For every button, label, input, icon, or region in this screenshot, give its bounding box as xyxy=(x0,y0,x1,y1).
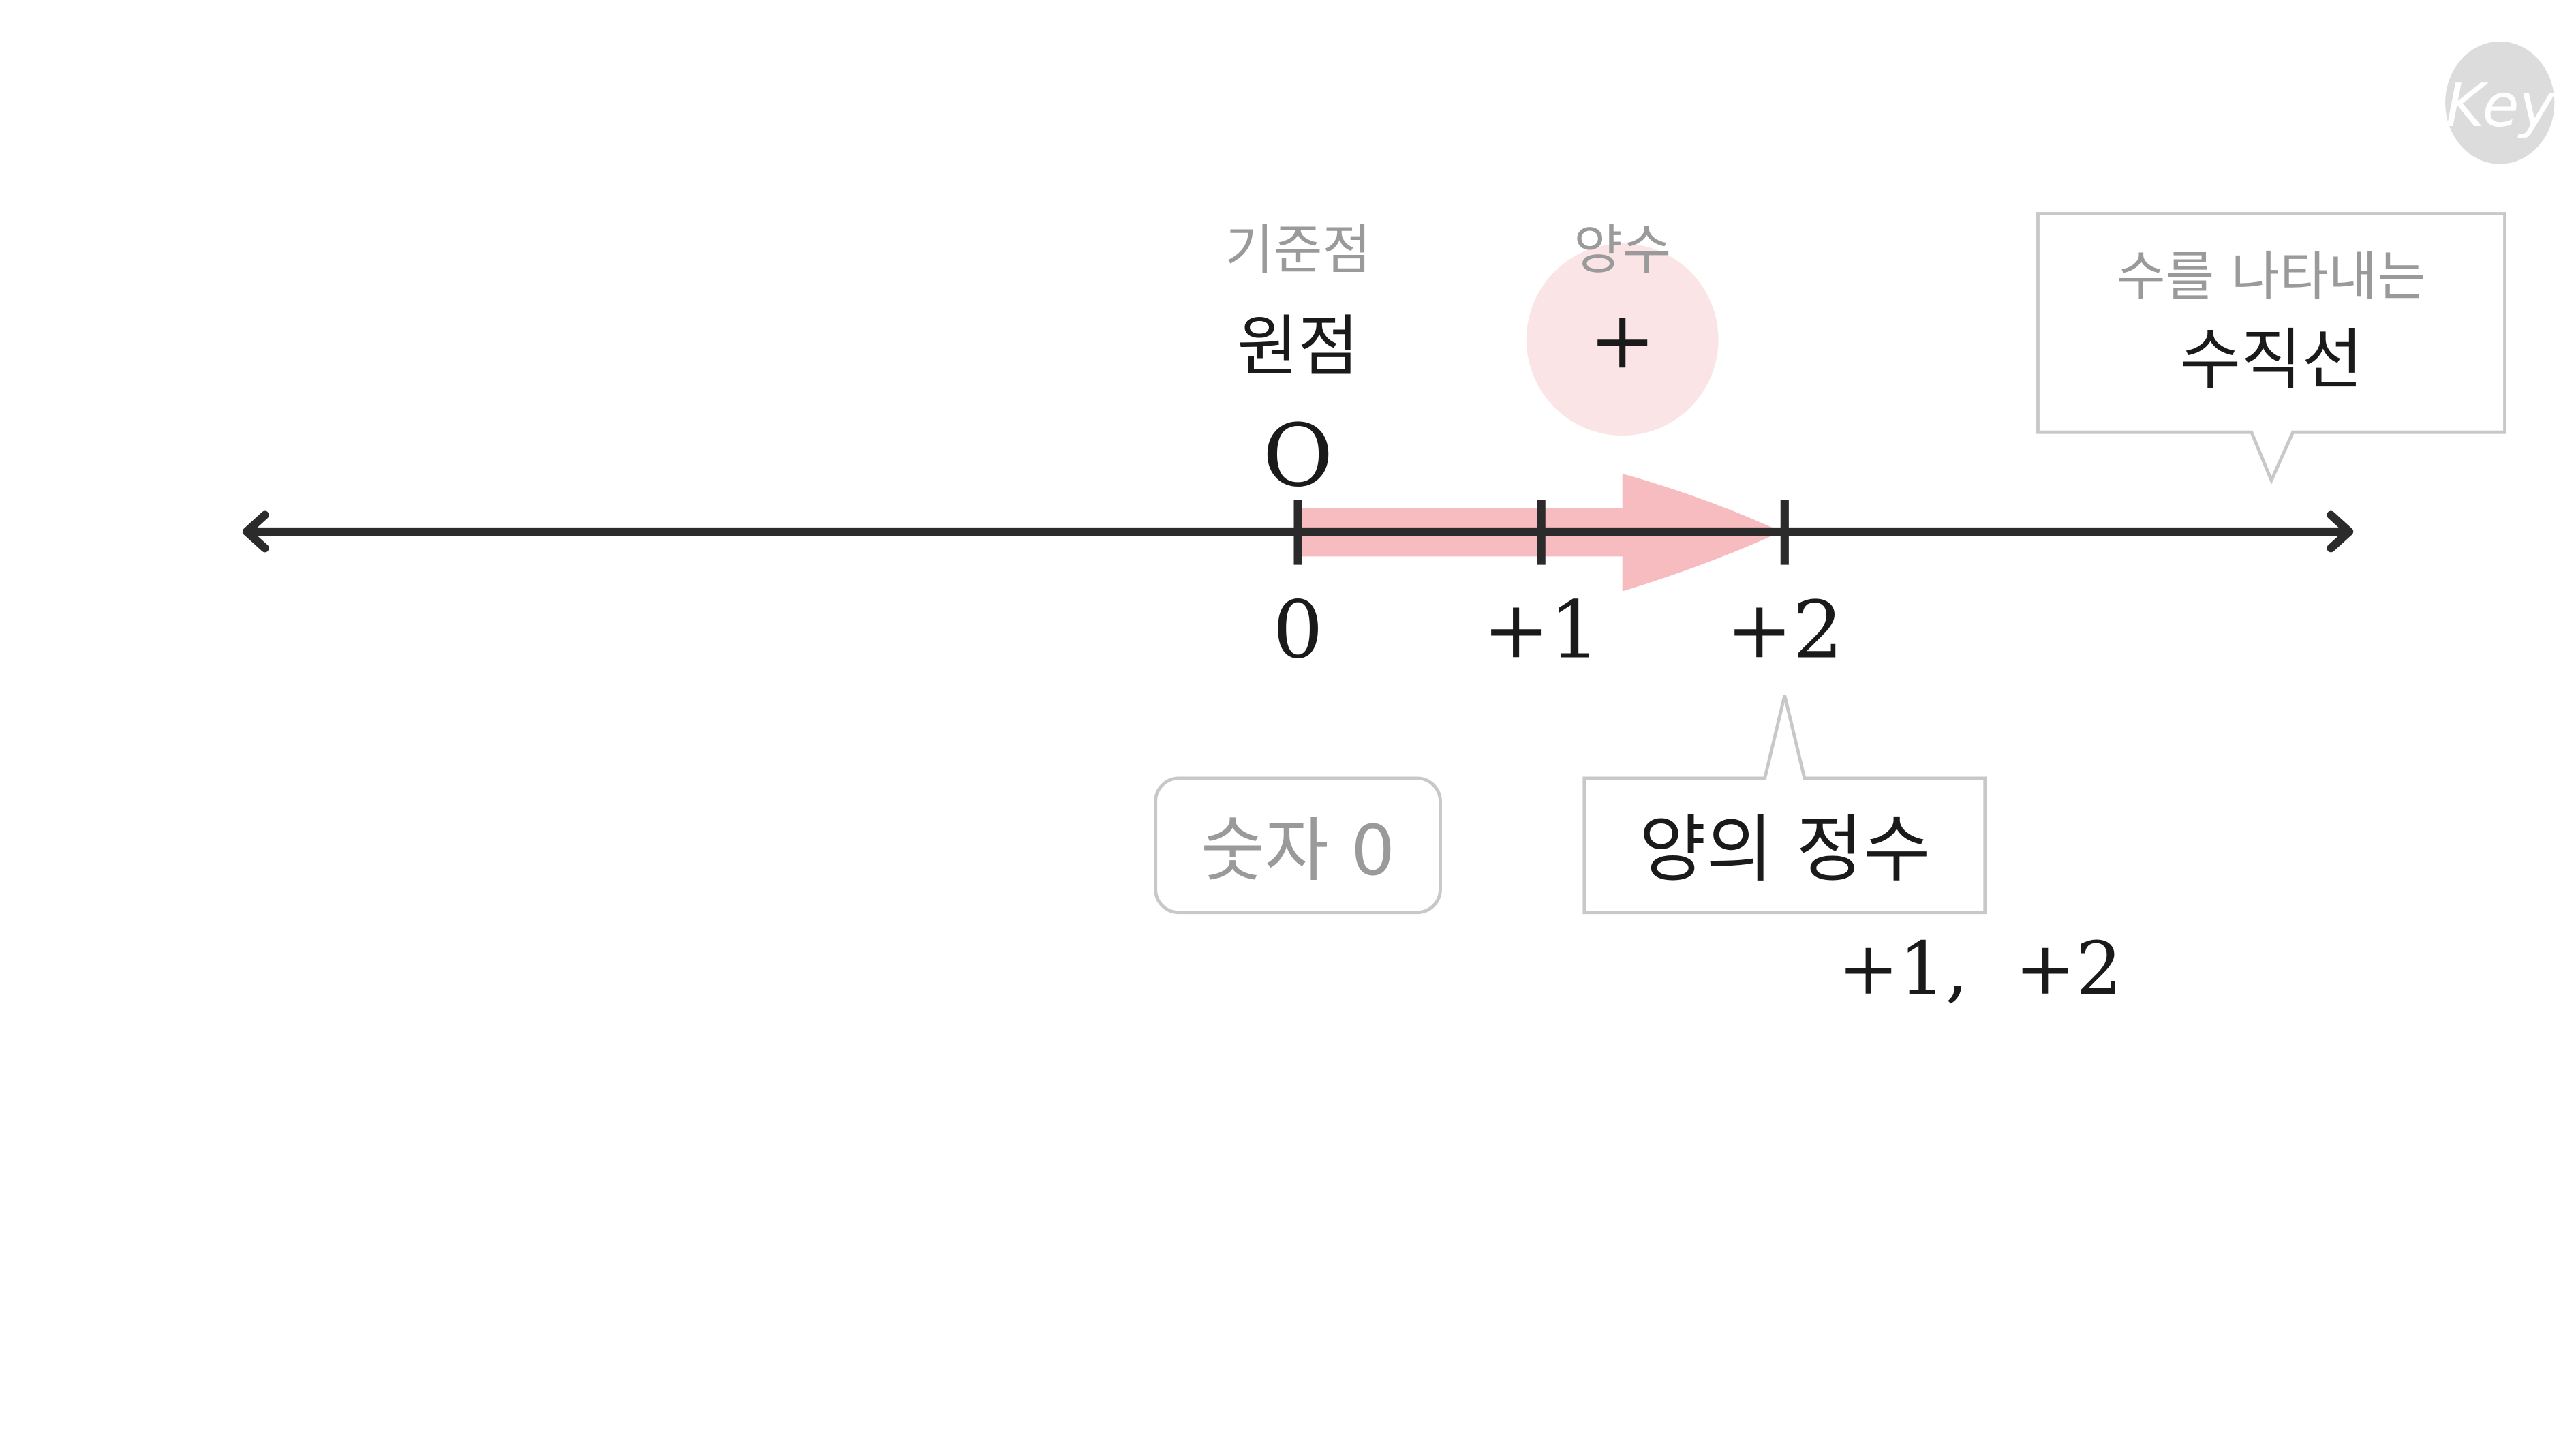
positive-caption: 양수 xyxy=(1574,220,1671,281)
zero-box-label: 숫자 0 xyxy=(1201,810,1395,891)
origin-letter: O xyxy=(1263,406,1334,506)
key-logo: Key xyxy=(2445,41,2555,164)
number-line-callout xyxy=(2036,212,2506,485)
origin-caption: 기준점 xyxy=(1225,220,1371,281)
callout-title: 수직선 xyxy=(2180,321,2363,398)
right-arrow-head xyxy=(2327,510,2354,553)
tick-label-1: +1 xyxy=(1483,585,1600,677)
zero-box xyxy=(1154,776,1442,915)
positive-integers-label: 양의 정수 xyxy=(1639,808,1930,892)
positive-integers-callout xyxy=(1582,695,1987,915)
tick-label-0: 0 xyxy=(1272,585,1323,677)
callout-caption: 수를 나타내는 xyxy=(2117,247,2426,308)
tick-label-2: +2 xyxy=(1726,585,1843,677)
positive-sign: + xyxy=(1589,294,1656,386)
left-arrow-head xyxy=(242,510,269,553)
positive-sign-circle xyxy=(1526,243,1719,436)
logo-circle xyxy=(2445,41,2555,164)
logo-text: Key xyxy=(2445,71,2555,140)
positive-integers-examples: +1, +2 xyxy=(1838,927,2122,1011)
origin-label: 원점 xyxy=(1237,308,1359,385)
